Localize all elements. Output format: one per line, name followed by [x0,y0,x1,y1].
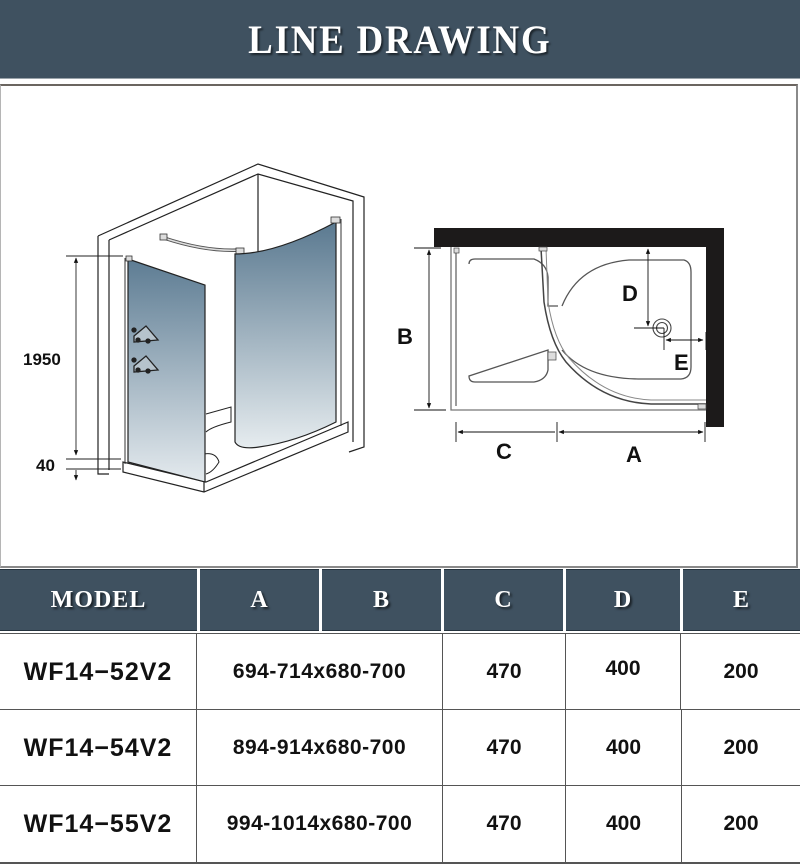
table-row: WF14−52V2 694-714x680-700 470 400 200 [0,633,800,710]
shelf-icon [131,355,160,374]
model-cell: WF14−54V2 [0,710,197,786]
header-label: B [372,586,390,613]
header-cell-a: A [200,569,319,631]
header-cell-model: MODEL [0,569,197,631]
dimension-a-label: A [626,442,642,467]
e-cell: 200 [723,736,759,759]
model-cell: WF14−52V2 [0,634,197,710]
header-label: MODEL [50,586,147,613]
line-drawing-panel: 1950 40 [0,84,798,568]
header-cell-d: D [566,569,680,631]
c-cell: 470 [443,634,566,710]
header-cell-e: E [683,569,800,631]
header-cell-c: C [444,569,563,631]
dimension-d-label: D [622,281,638,306]
d-cell: 400 [566,634,681,710]
header-label: A [250,586,269,613]
shelf-icon [131,325,160,344]
title-banner: LINE DRAWING [0,0,800,79]
ab-cell: 694-714x680-700 [197,634,443,710]
c-cell: 470 [443,710,566,786]
page-title: LINE DRAWING [248,16,552,62]
table-row: WF14−54V2 894-914x680-700 470 400 200 [0,709,800,786]
table-row: WF14−55V2 994-1014x680-700 470 400 200 [0,785,800,864]
dimension-e-label: E [674,350,689,375]
header-label: C [494,586,513,613]
dimension-b-label: B [397,324,413,349]
plan-view [414,228,724,442]
dimension-c-label: C [496,439,512,464]
base-dimension-label: 40 [36,456,55,475]
ab-cell: 894-914x680-700 [197,710,443,786]
d-cell: 400 [566,786,682,862]
model-cell: WF14−55V2 [0,786,197,862]
e-cell: 200 [723,660,759,683]
ab-cell: 994-1014x680-700 [197,786,443,862]
d-cell: 400 [566,710,682,786]
height-dimension-label: 1950 [23,350,61,369]
c-cell: 470 [443,786,566,862]
e-cell: 200 [723,812,759,835]
table-header-row: MODEL A B C D E [0,569,800,631]
spec-table: WF14−52V2 694-714x680-700 470 400 200 WF… [0,633,800,864]
perspective-view [66,163,365,493]
header-cell-b: B [322,569,441,631]
header-label: E [732,586,750,613]
header-label: D [613,586,633,613]
